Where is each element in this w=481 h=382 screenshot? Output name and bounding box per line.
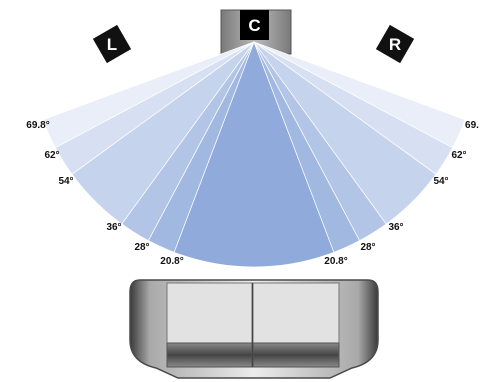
angle-label-left-20-8: 20.8° — [160, 256, 183, 267]
angle-label-right-69: 69. — [465, 120, 479, 131]
left-speaker — [92, 24, 132, 64]
center-speaker-badge — [240, 10, 269, 40]
sofa-back-cushion-left — [166, 282, 253, 344]
sofa-back-cushion-right — [252, 282, 340, 344]
listening-angle-fan — [42, 40, 466, 268]
left-speaker-label: L — [107, 35, 117, 54]
angle-label-left-36: 36° — [106, 222, 121, 233]
sofa-seat-cushion-right — [252, 342, 340, 368]
angle-label-right-36: 36° — [388, 222, 403, 233]
center-speaker-label: C — [248, 16, 260, 35]
angle-label-left-62: 62° — [44, 150, 59, 161]
angle-label-left-28: 28° — [134, 242, 149, 253]
sofa-seat-cushion-left — [166, 342, 253, 368]
right-speaker — [375, 24, 415, 64]
angle-label-right-62: 62° — [451, 150, 466, 161]
angle-label-right-28: 28° — [360, 242, 375, 253]
right-speaker-label: R — [389, 35, 401, 54]
angle-label-right-20-8: 20.8° — [324, 256, 347, 267]
angle-label-left-54: 54° — [58, 176, 73, 187]
angle-label-right-54: 54° — [433, 176, 448, 187]
sofa — [129, 279, 379, 379]
angle-label-left-69-8: 69.8° — [26, 120, 49, 131]
angle-wedge — [173, 40, 335, 268]
